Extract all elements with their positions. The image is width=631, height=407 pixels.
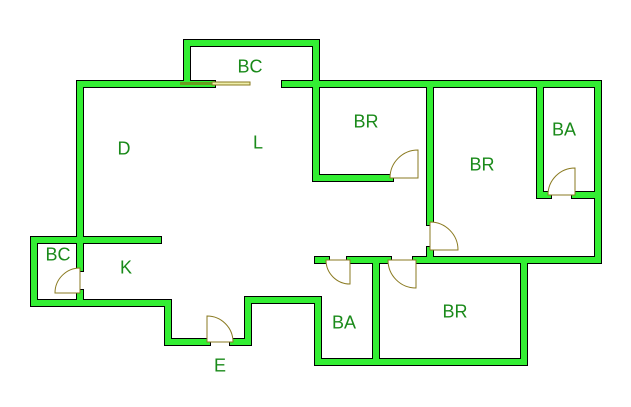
room-label-ba2: BA [331,312,357,333]
room-label-k: K [119,257,133,278]
wall [313,81,393,181]
room-label-bc-top: BC [237,56,263,77]
door-br3 [387,259,417,289]
wall [184,40,319,87]
door-ba1 [547,167,576,196]
door-entry [206,315,234,343]
door-br2 [429,221,459,251]
door-br1 [389,149,419,179]
room-label-d: D [117,138,131,159]
sliding-door [211,81,251,86]
room-label-l: L [252,132,264,153]
wall [230,81,601,365]
door-bc-left [54,267,81,294]
wall [346,256,380,366]
wall [31,237,210,345]
room-label-br2: BR [469,154,495,175]
doors [54,81,576,343]
wall [537,81,551,198]
room-label-br3: BR [442,301,468,322]
sliding-door-panel [180,82,212,85]
room-label-e: E [213,355,227,376]
door-ba2 [325,259,351,285]
room-label-br1: BR [353,111,379,132]
room-label-ba1: BA [551,119,577,140]
room-label-bc-left: BC [45,244,71,265]
